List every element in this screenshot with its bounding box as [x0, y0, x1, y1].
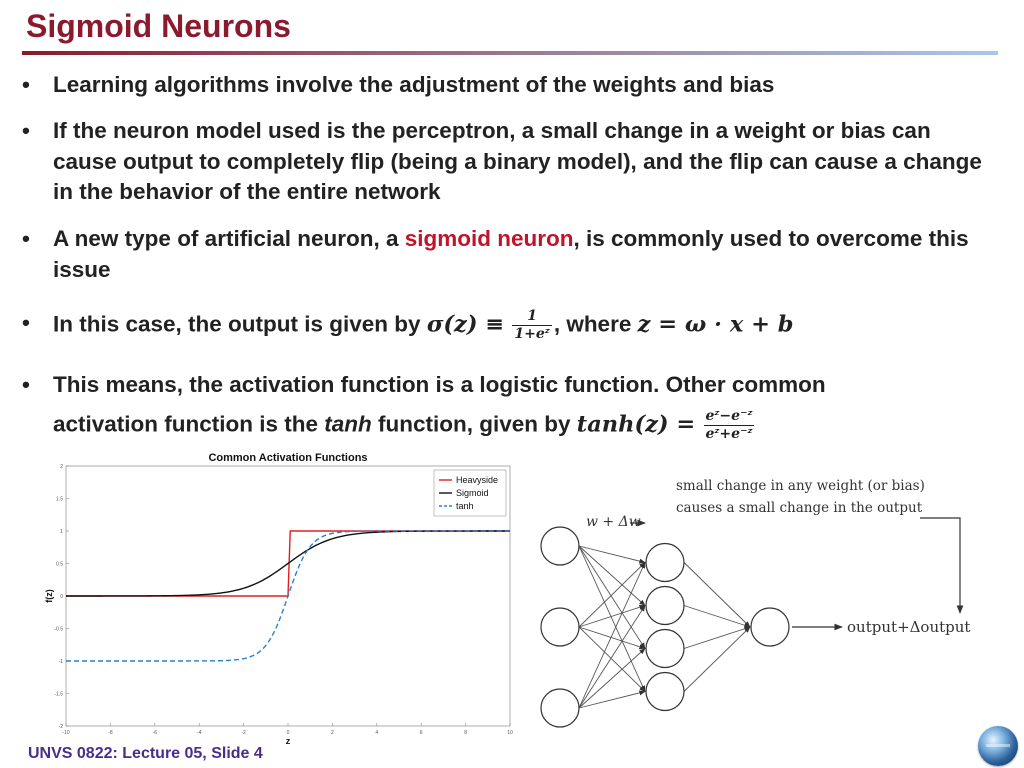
bullet-dot-icon: • [22, 310, 30, 335]
neuron-node [645, 671, 685, 712]
neural-network-diagram: small change in any weight (or bias) cau… [540, 478, 970, 728]
network-edge [683, 562, 751, 628]
network-edge [578, 604, 646, 709]
network-edge [578, 648, 646, 709]
bullet-dot-icon: • [22, 118, 30, 143]
network-edge [683, 605, 751, 628]
y-tick-label: 0.5 [56, 562, 63, 568]
y-axis-label: f(z) [44, 589, 54, 603]
y-tick-label: -1.5 [54, 692, 63, 698]
tanh-formula: 𝒕𝒂𝒏𝒉(𝒛) = [576, 410, 696, 437]
network-edge [578, 562, 646, 628]
bullet-dot-icon: • [22, 226, 30, 251]
title-divider [22, 51, 998, 55]
network-edge [578, 545, 646, 564]
x-tick-label: -8 [108, 730, 113, 736]
bullet-text: A new type of artificial neuron, a sigmo… [53, 224, 993, 285]
network-nodes [540, 526, 790, 728]
bullet-lead: In this case, the output is given by [53, 311, 427, 337]
bullet-text: Learning algorithms involve the adjustme… [53, 72, 775, 97]
y-tick-label: 1 [60, 529, 63, 535]
network-edge [578, 545, 646, 650]
network-edge [578, 626, 646, 692]
network-edges [578, 545, 751, 709]
x-tick-label: 0 [287, 730, 290, 736]
x-tick-label: -6 [153, 730, 158, 736]
bullet-line2: activation function is the tanh function… [53, 401, 756, 443]
x-tick-label: 2 [331, 730, 334, 736]
bullet-mid: , where [553, 311, 638, 337]
x-axis-label: z [286, 736, 291, 746]
network-edge [578, 545, 646, 693]
series-line-tanh [66, 530, 510, 662]
network-edge [578, 690, 646, 709]
neuron-node [540, 607, 580, 647]
y-tick-label: 2 [60, 464, 63, 470]
network-edge [578, 626, 646, 650]
y-tick-label: 1.5 [56, 497, 63, 503]
x-tick-label: -2 [241, 730, 246, 736]
y-tick-label: -1 [59, 659, 64, 665]
bullet-dot-icon: • [22, 72, 30, 97]
neuron-node [645, 585, 685, 626]
legend-label: Heavyside [456, 475, 498, 485]
caption-line-2: causes a small change in the output [676, 500, 923, 516]
fraction-denominator: eᶻ+e⁻ᶻ [705, 425, 753, 442]
bullet-text: In this case, the output is given by 𝝈(𝒛… [53, 308, 993, 343]
globe-icon [978, 726, 1018, 766]
bullet-text: If the neuron model used is the perceptr… [53, 118, 982, 204]
sigma-formula: 𝝈(𝒛) ≡ [426, 311, 505, 338]
bullet-text-after: , is commonly used to overcome this issu… [53, 226, 969, 282]
y-tick-label: -2 [59, 724, 64, 730]
bullet-line2-a: activation function is the [53, 410, 325, 436]
chart-title: Common Activation Functions [208, 452, 367, 464]
bullet-text: This means, the activation function is a… [53, 370, 993, 443]
x-tick-label: 10 [507, 730, 513, 736]
neuron-node [750, 607, 790, 647]
neuron-node [540, 526, 580, 566]
output-label: output+Δoutput [847, 618, 970, 636]
delta-w-label: w + Δw [586, 514, 641, 530]
x-tick-label: 6 [420, 730, 423, 736]
network-edge [578, 604, 646, 628]
tanh-word: tanh [324, 410, 372, 436]
bullet-line2-b: function, given by [371, 410, 577, 436]
fraction-numerator: 1 [512, 308, 552, 326]
fraction-numerator: eᶻ−e⁻ᶻ [703, 407, 755, 426]
network-edge [578, 561, 646, 709]
neuron-node [540, 688, 580, 728]
legend-label: Sigmoid [456, 488, 489, 498]
x-tick-label: 8 [464, 730, 467, 736]
y-tick-label: 0 [60, 594, 63, 600]
y-tick-label: -0.5 [54, 627, 63, 633]
network-edge [683, 626, 751, 692]
network-edge [578, 545, 646, 606]
network-edge [683, 626, 751, 649]
highlight-term: sigmoid neuron [404, 226, 574, 251]
z-formula: 𝒛 = 𝝎 · 𝒙 + 𝒃 [637, 311, 794, 338]
fraction-denominator: 1+eᶻ [514, 326, 550, 342]
neuron-node [645, 542, 685, 583]
x-tick-label: 4 [375, 730, 378, 736]
x-tick-label: -10 [62, 730, 69, 736]
x-tick-label: -4 [197, 730, 202, 736]
bullet-dot-icon: • [22, 372, 30, 397]
legend-label: tanh [456, 501, 474, 511]
slide-footer: UNVS 0822: Lecture 05, Slide 4 [28, 745, 263, 762]
caption-bracket-arrow [920, 517, 964, 614]
slide-title: Sigmoid Neurons [26, 8, 291, 44]
neuron-node [645, 628, 685, 669]
bullet-text-before: A new type of artificial neuron, a [53, 226, 405, 251]
caption-line-1: small change in any weight (or bias) [676, 478, 925, 494]
bullet-line1: This means, the activation function is a… [53, 372, 826, 397]
